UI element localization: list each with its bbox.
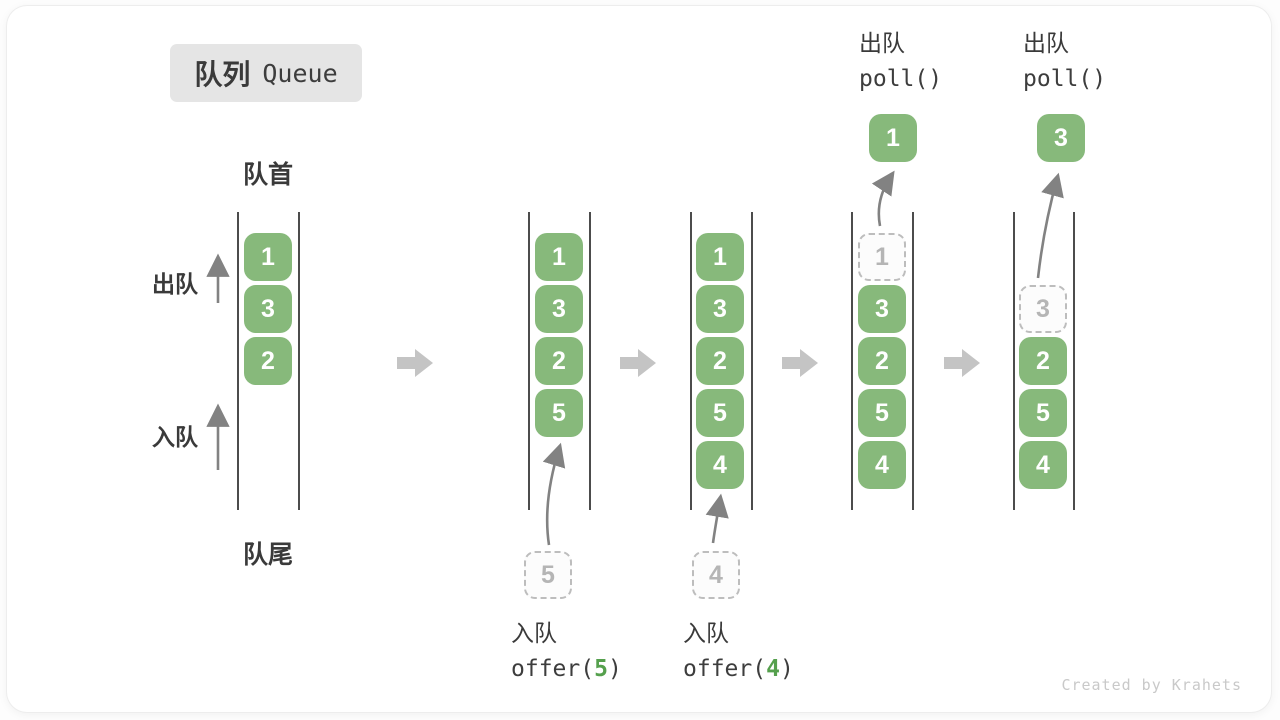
queue-item-box: 5 [1019, 389, 1067, 437]
queue-item-box: 2 [696, 337, 744, 385]
code-close: ) [607, 656, 622, 682]
removed-item-box: 3 [1019, 285, 1067, 333]
flow-arrow-icon [782, 349, 818, 377]
queue-item-box: 2 [535, 337, 583, 385]
queue-item-box: 1 [535, 233, 583, 281]
queue-item-box: 4 [858, 441, 906, 489]
queue1-left-wall [237, 212, 239, 510]
flow-arrow-shape [782, 349, 818, 377]
poll1-code-label: poll() [859, 66, 943, 92]
title-zh: 队列 [194, 59, 251, 90]
queue-item-box: 2 [244, 337, 292, 385]
queue-item-box: 3 [696, 285, 744, 333]
popped-item-box: 1 [869, 114, 917, 162]
enqueue5-operation-label: 入队 offer(5) [511, 618, 622, 684]
queue-front-label: 队首 [242, 161, 293, 189]
queue-item-box: 4 [1019, 441, 1067, 489]
enqueue4-operation-label: 入队 offer(4) [683, 618, 794, 684]
queue2-right-wall [589, 212, 591, 510]
queue-rear-label: 队尾 [242, 541, 293, 569]
watermark: Created by Krahets [1061, 676, 1242, 694]
poll2-action-label: 出队 [1023, 30, 1069, 56]
queue5-right-wall [1073, 212, 1075, 510]
title-badge: 队列 Queue [170, 44, 362, 102]
flow-arrow-shape [944, 349, 980, 377]
queue-item-box: 5 [858, 389, 906, 437]
queue5-left-wall [1013, 212, 1015, 510]
flow-arrow-icon [397, 349, 433, 377]
queue-item-box: 4 [696, 441, 744, 489]
code-arg: 5 [594, 656, 608, 682]
queue3-right-wall [751, 212, 753, 510]
queue-item-box: 3 [535, 285, 583, 333]
queue4-left-wall [851, 212, 853, 510]
pending-enqueue-box: 5 [524, 551, 572, 599]
enqueue4-action-label: 入队 [683, 620, 729, 646]
title-en: Queue [262, 58, 338, 88]
flow-arrow-icon [620, 349, 656, 377]
poll1-operation-label: 出队 poll() [859, 28, 942, 94]
queue-item-box: 5 [535, 389, 583, 437]
queue-item-box: 3 [858, 285, 906, 333]
queue-item-box: 3 [244, 285, 292, 333]
enqueue5-code-label: offer(5) [511, 654, 622, 684]
code-fn: offer( [511, 656, 595, 682]
code-close: ) [779, 656, 794, 682]
code-fn: offer( [683, 656, 767, 682]
dequeue-side-label: 出队 [152, 271, 198, 297]
queue3-left-wall [690, 212, 692, 510]
queue-item-box: 2 [1019, 337, 1067, 385]
removed-item-box: 1 [858, 233, 906, 281]
queue-item-box: 2 [858, 337, 906, 385]
flow-arrow-shape [620, 349, 656, 377]
popped-item-box: 3 [1037, 114, 1085, 162]
queue4-right-wall [912, 212, 914, 510]
flow-arrow-shape [397, 349, 433, 377]
poll2-code-label: poll() [1023, 66, 1107, 92]
queue1-right-wall [298, 212, 300, 510]
poll1-action-label: 出队 [859, 30, 905, 56]
queue-item-box: 5 [696, 389, 744, 437]
enqueue5-action-label: 入队 [511, 620, 557, 646]
queue-item-box: 1 [244, 233, 292, 281]
flow-arrow-icon [944, 349, 980, 377]
queue2-left-wall [528, 212, 530, 510]
enqueue-side-label: 入队 [152, 424, 198, 450]
code-arg: 4 [766, 656, 780, 682]
queue-item-box: 1 [696, 233, 744, 281]
pending-enqueue-box: 4 [692, 551, 740, 599]
poll2-operation-label: 出队 poll() [1023, 28, 1106, 94]
enqueue4-code-label: offer(4) [683, 654, 794, 684]
